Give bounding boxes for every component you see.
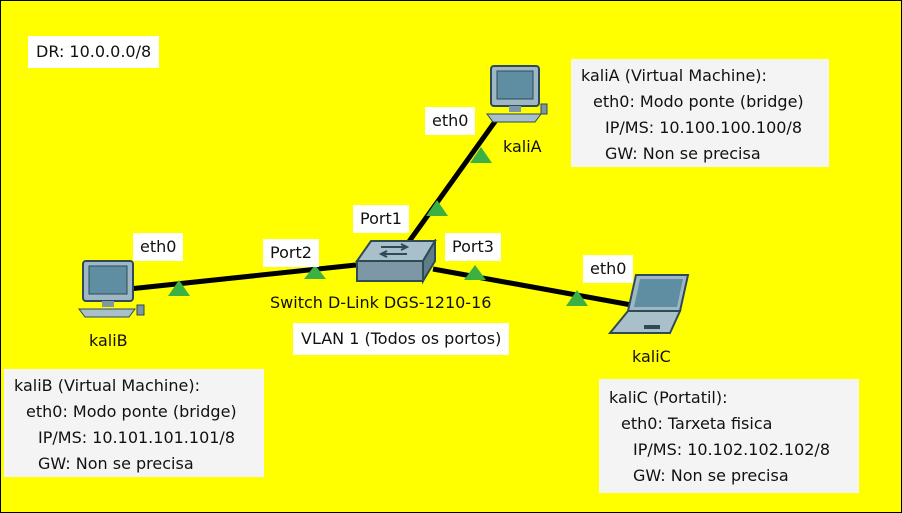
kaliB-info-box: kaliB (Virtual Machine): eth0: Modo pont… (4, 369, 264, 477)
vlan-label: VLAN 1 (Todos os portos) (293, 323, 510, 355)
kaliA-info-gw: GW: Non se precisa (605, 144, 761, 163)
desktop-pc-icon (486, 65, 548, 123)
kaliB-name: kaliB (89, 331, 128, 350)
kaliC-info-title: kaliC (Portatil): (609, 388, 728, 407)
kaliC-name: kaliC (632, 347, 671, 366)
kaliA-eth0-label: eth0 (425, 107, 476, 135)
link-indicator-port1 (426, 200, 448, 216)
kaliC-info-gw: GW: Non se precisa (633, 466, 789, 485)
desktop-pc-icon (78, 260, 145, 318)
port2-label: Port2 (263, 239, 319, 267)
switch-label: Switch D-Link DGS-1210-16 (270, 293, 492, 312)
kaliB-info-gw: GW: Non se precisa (38, 454, 194, 473)
link-indicator-kaliB-eth0 (168, 280, 190, 296)
link-indicator-kaliA-eth0 (470, 147, 492, 163)
link-kaliA-switch (405, 114, 502, 245)
link-indicator-port2 (304, 265, 326, 279)
kaliC-info-ip: IP/MS: 10.102.102.102/8 (633, 440, 830, 459)
kaliA-info-title: kaliA (Virtual Machine): (581, 66, 767, 85)
kaliC-info-box: kaliC (Portatil): eth0: Tarxeta fisica I… (599, 379, 859, 493)
link-indicator-port3 (464, 265, 486, 280)
kaliB-info-iface: eth0: Modo ponte (bridge) (26, 402, 237, 421)
link-kaliC-switch (432, 266, 638, 309)
kaliA-info-box: kaliA (Virtual Machine): eth0: Modo pont… (571, 59, 829, 167)
link-kaliB-switch (128, 262, 357, 292)
network-switch-icon (355, 239, 437, 285)
kaliA-info-ip: IP/MS: 10.100.100.100/8 (605, 118, 802, 137)
kaliB-eth0-label: eth0 (133, 233, 184, 261)
dr-label: DR: 10.0.0.0/8 (28, 36, 160, 68)
link-indicator-kaliC-eth0 (566, 290, 588, 306)
kaliC-info-iface: eth0: Tarxeta fisica (621, 414, 773, 433)
laptop-icon (607, 274, 690, 334)
port3-label: Port3 (445, 233, 501, 261)
kaliA-name: kaliA (503, 137, 542, 156)
port1-label: Port1 (353, 205, 409, 233)
kaliB-info-ip: IP/MS: 10.101.101.101/8 (38, 428, 235, 447)
kaliA-info-iface: eth0: Modo ponte (bridge) (593, 92, 804, 111)
kaliB-info-title: kaliB (Virtual Machine): (14, 376, 200, 395)
kaliC-eth0-label: eth0 (583, 255, 634, 283)
